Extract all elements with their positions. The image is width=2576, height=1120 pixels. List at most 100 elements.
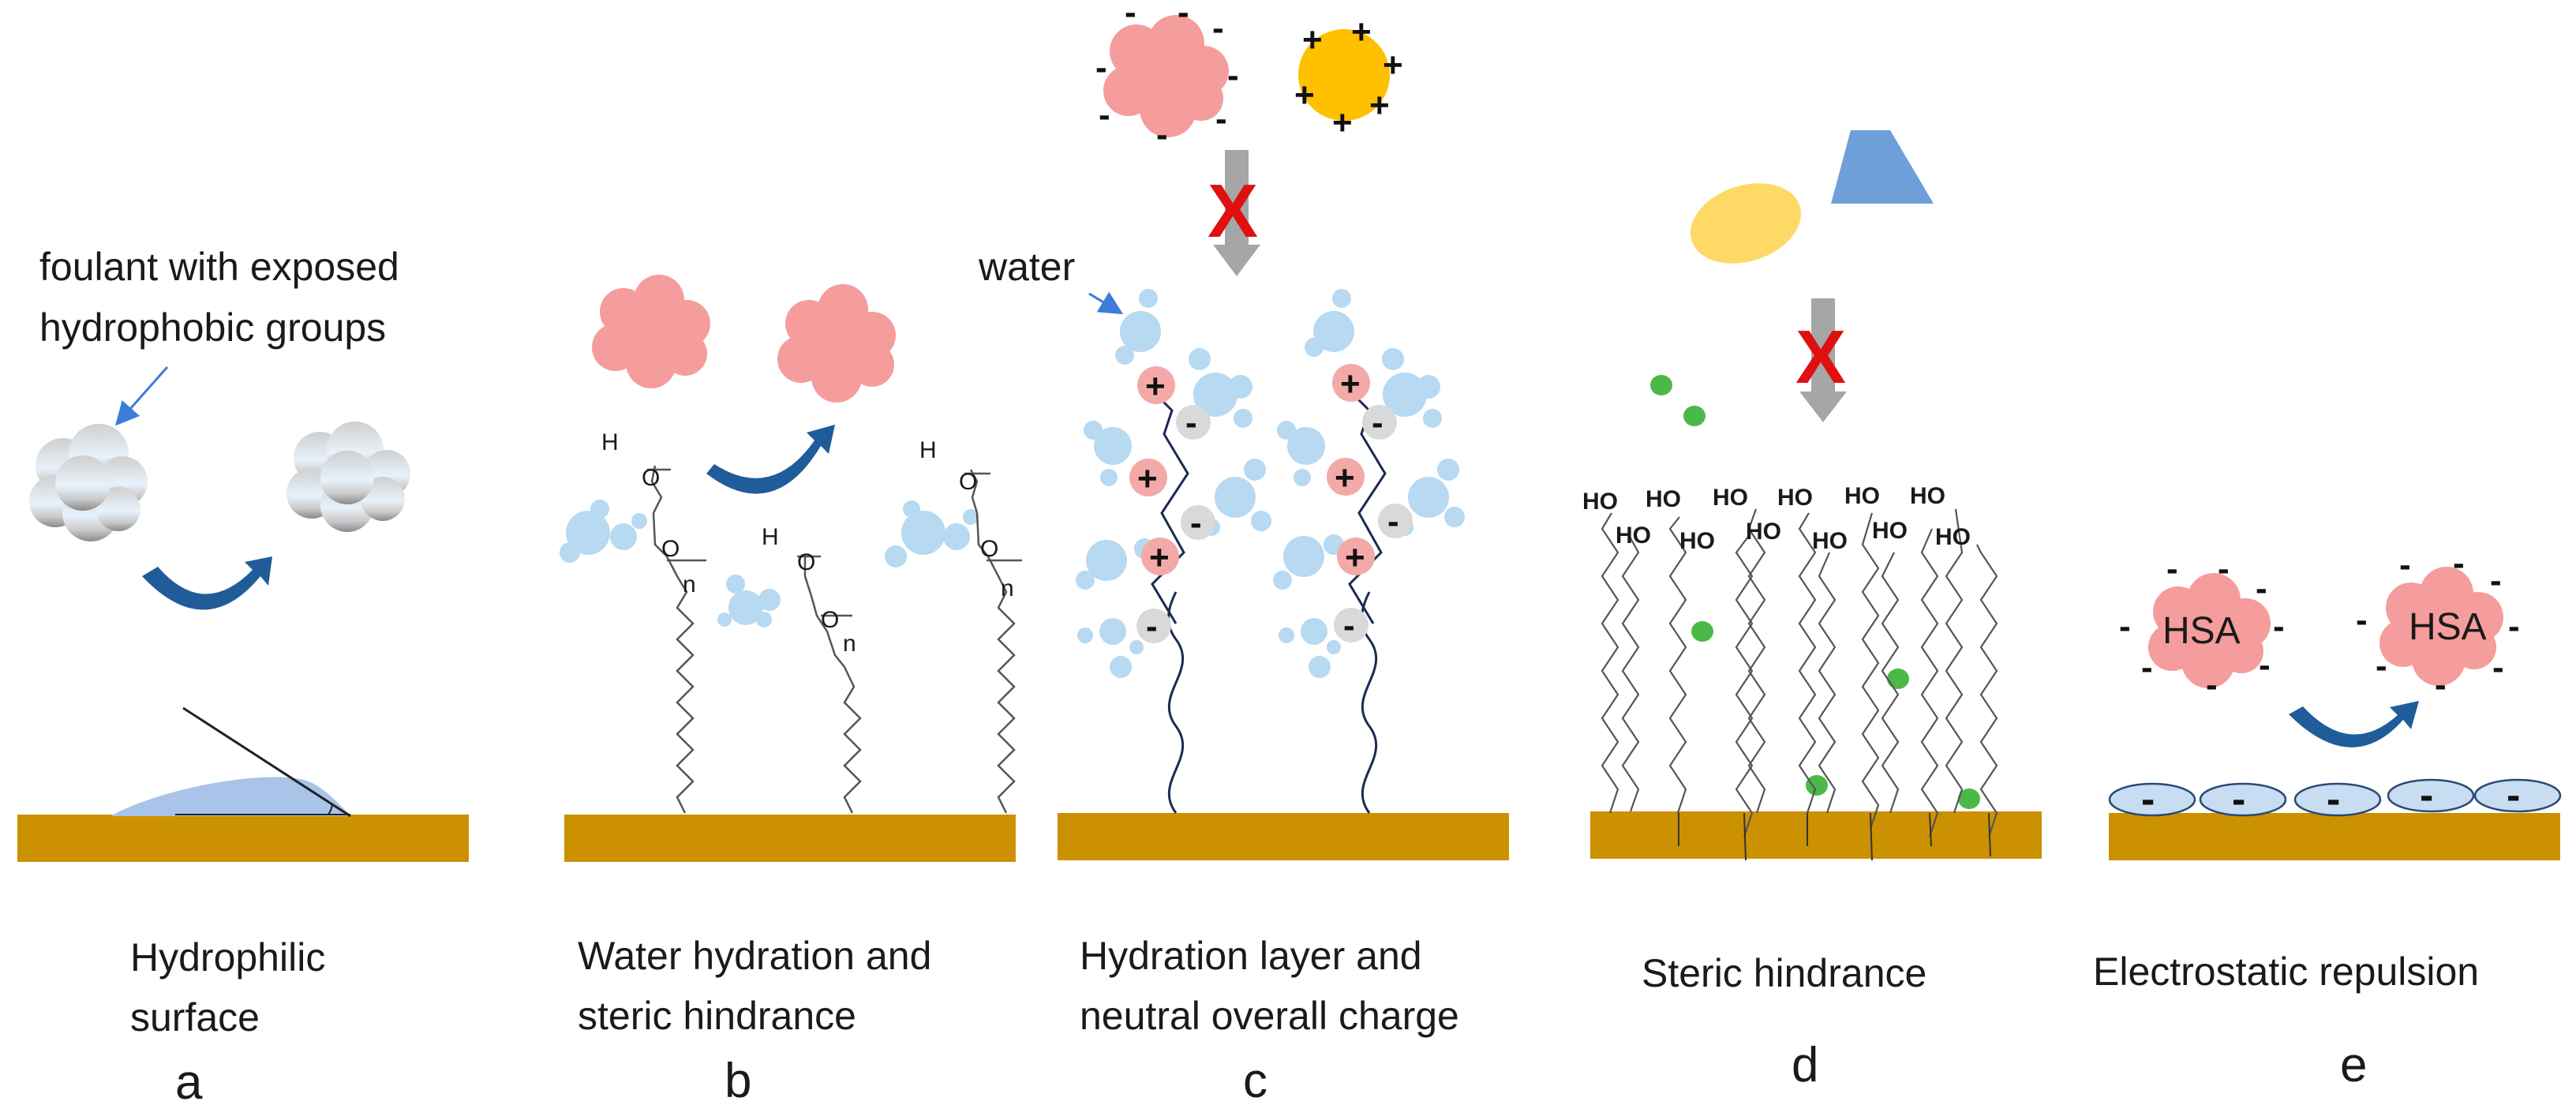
hsa-label-right: HSA xyxy=(2409,606,2487,648)
svg-text:+: + xyxy=(1294,76,1315,114)
blocked-arrow-d: X xyxy=(1795,298,1847,422)
curved-arrow-e xyxy=(2289,701,2419,747)
svg-text:+: + xyxy=(1369,86,1390,125)
svg-text:-: - xyxy=(2376,646,2387,685)
panel-d: X xyxy=(1582,130,2042,1092)
hsa-protein-left: HSA - - - - - - - - xyxy=(2119,549,2285,704)
chain-b1 xyxy=(650,465,695,814)
svg-text:-: - xyxy=(1212,9,1224,47)
water-cluster-b2 xyxy=(717,575,781,627)
svg-text:-: - xyxy=(2273,607,2285,646)
svg-text:-: - xyxy=(2453,544,2465,582)
svg-text:-: - xyxy=(2259,646,2271,684)
curved-arrow-a xyxy=(142,556,272,610)
hsa-label-left: HSA xyxy=(2162,610,2241,652)
chem-n-b2: n xyxy=(843,631,856,657)
hsa-protein-right: HSA - - - - - - - - xyxy=(2356,544,2520,704)
oval-foulant xyxy=(1690,183,1802,264)
water-pointer-arrow xyxy=(1088,291,1124,315)
svg-text:-: - xyxy=(2256,569,2267,608)
svg-text:-: - xyxy=(1095,48,1107,87)
chem-H-b2: H xyxy=(762,524,779,550)
water-droplet xyxy=(110,777,351,816)
svg-text:-: - xyxy=(2141,777,2155,822)
svg-text:-: - xyxy=(1343,606,1355,645)
svg-text:+: + xyxy=(1302,21,1323,59)
chem-O-b1b: O xyxy=(661,536,680,562)
svg-text:-: - xyxy=(1099,96,1110,134)
caption-a-line2: surface xyxy=(130,995,260,1039)
protein-foulant-left xyxy=(592,275,710,388)
foulant-label-line1: foulant with exposed xyxy=(39,245,399,289)
panel-c: - - - - - - - - + + + + + + X water xyxy=(978,0,1509,1108)
substrate-b xyxy=(564,815,1016,862)
hydrophobic-foulant-cloud-left xyxy=(29,424,148,541)
caption-c-line1: Hydration layer and xyxy=(1080,934,1422,978)
panel-b: H O O n H O O n H O O n Water hydration … xyxy=(560,275,1022,1108)
svg-text:-: - xyxy=(2119,607,2131,646)
substrate-d xyxy=(1590,811,2042,859)
panel-e: - - - - - HSA - - - - - - - xyxy=(2093,544,2562,1092)
chem-HO-11: HO xyxy=(1910,483,1945,509)
anionic-foulant: - - - - - - - - xyxy=(1095,0,1239,154)
cationic-foulant: + + + + + + xyxy=(1294,13,1403,142)
caption-c-line2: neutral overall charge xyxy=(1080,994,1459,1038)
caption-b-line1: Water hydration and xyxy=(578,934,931,978)
chem-HO-12: HO xyxy=(1935,524,1971,550)
small-molecules xyxy=(1650,375,1980,809)
chem-HO-1: HO xyxy=(1582,489,1618,515)
charge-beads-c: + - + - + - + - + - + - xyxy=(1129,364,1413,646)
zwitterion-chains-c xyxy=(1147,385,1387,814)
panel-letter-c: c xyxy=(1243,1054,1267,1108)
svg-text:-: - xyxy=(2166,549,2178,588)
substrate-c xyxy=(1058,813,1509,860)
svg-text:-: - xyxy=(1178,0,1189,32)
svg-text:+: + xyxy=(1137,459,1158,498)
chem-HO-7: HO xyxy=(1777,485,1813,511)
svg-text:-: - xyxy=(2492,648,2504,687)
chain-b2 xyxy=(803,556,862,814)
block-mark-d: X xyxy=(1795,315,1846,399)
svg-text:-: - xyxy=(1227,56,1239,95)
svg-text:-: - xyxy=(2141,648,2153,687)
svg-text:-: - xyxy=(1387,502,1399,541)
water-cluster-b3 xyxy=(885,500,979,567)
svg-text:-: - xyxy=(2232,777,2245,822)
svg-text:-: - xyxy=(2218,549,2230,588)
svg-text:+: + xyxy=(1383,46,1403,84)
chem-HO-10: HO xyxy=(1872,518,1908,544)
chem-HO-6: HO xyxy=(1746,519,1781,545)
svg-text:-: - xyxy=(2508,607,2520,646)
svg-text:+: + xyxy=(1345,538,1365,577)
chem-O-b3a: O xyxy=(959,469,977,495)
chem-HO-2: HO xyxy=(1616,523,1651,549)
trapezoid-foulant xyxy=(1831,130,1934,204)
chain-b3 xyxy=(969,469,1016,814)
svg-text:-: - xyxy=(1125,0,1136,32)
svg-text:+: + xyxy=(1332,103,1353,142)
chem-O-b2b: O xyxy=(821,607,839,633)
chem-HO-4: HO xyxy=(1679,528,1715,554)
substrate-a xyxy=(17,815,469,862)
contact-angle-line xyxy=(182,706,351,818)
panel-letter-b: b xyxy=(724,1054,751,1108)
substrate-e xyxy=(2109,813,2560,860)
svg-text:-: - xyxy=(1190,504,1202,542)
svg-text:-: - xyxy=(2356,601,2368,639)
chem-HO-3: HO xyxy=(1646,486,1681,512)
svg-text:+: + xyxy=(1145,367,1166,406)
chem-H-b3: H xyxy=(919,437,937,463)
chem-O-b3b: O xyxy=(980,536,998,562)
svg-text:-: - xyxy=(1372,403,1383,442)
panel-letter-d: d xyxy=(1792,1038,1818,1092)
svg-text:-: - xyxy=(2435,665,2447,704)
chain-anchors-d xyxy=(1678,812,1991,861)
surface-charges-e: - - - - - xyxy=(2108,773,2562,822)
caption-a-line1: Hydrophilic xyxy=(130,935,325,980)
curved-arrow-b xyxy=(706,425,835,494)
water-label: water xyxy=(978,245,1075,289)
svg-text:-: - xyxy=(2420,773,2433,818)
svg-text:-: - xyxy=(1215,99,1227,138)
svg-text:-: - xyxy=(2507,773,2520,818)
